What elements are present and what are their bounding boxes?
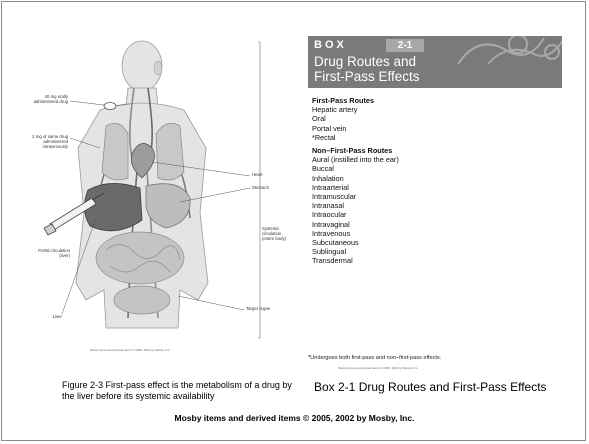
list-item: Intraocular [312, 210, 562, 219]
figure-caption: Figure 2-3 First-pass effect is the meta… [62, 380, 302, 402]
first-pass-heading: First-Pass Routes [312, 96, 562, 105]
decorative-swirl [448, 36, 562, 66]
box-title: Drug Routes and First-Pass Effects [314, 54, 420, 84]
label-oral-dose: 40 mg orally administered drug [30, 94, 68, 104]
list-item: Hepatic artery [312, 105, 562, 114]
list-item: Sublingual [312, 247, 562, 256]
label-target-organ: Target organ [246, 306, 274, 311]
ear [154, 61, 162, 75]
non-first-pass-heading: Non–First-Pass Routes [312, 146, 562, 155]
list-item: *Rectal [312, 133, 562, 142]
list-item: Transdermal [312, 256, 562, 265]
drug-routes-box: BOX 2-1 Drug Routes and First-Pass Effec… [308, 36, 562, 366]
anatomy-figure: 40 mg orally administered drug 2 mg of s… [30, 38, 284, 358]
label-stomach: Stomach [252, 185, 282, 190]
box-footnote: *Undergoes both first-pass and non–first… [308, 355, 441, 361]
box-number: 2-1 [386, 39, 424, 52]
list-item: Buccal [312, 164, 562, 173]
list-item: Subcutaneous [312, 238, 562, 247]
liver [84, 183, 142, 230]
list-item: Intraarterial [312, 183, 562, 192]
pill [104, 103, 116, 110]
list-item: Inhalation [312, 174, 562, 183]
routes-list: First-Pass Routes Hepatic artery Oral Po… [312, 96, 562, 266]
list-item: Intravenous [312, 229, 562, 238]
figure-credit: Mosby items and derived items © 2005, 20… [90, 348, 170, 352]
box-credit: Mosby items and derived items © 2005, 20… [338, 366, 418, 370]
box-tag: BOX [314, 39, 347, 51]
label-iv-dose: 2 mg of same drug administered intraveno… [30, 134, 68, 149]
label-systemic-circulation: Systemic circulation (entire body) [262, 226, 292, 241]
label-portal-circulation: Portal circulation (liver) [32, 248, 70, 258]
box-header: BOX 2-1 Drug Routes and First-Pass Effec… [308, 36, 562, 88]
copyright-line: Mosby items and derived items © 2005, 20… [0, 413, 589, 423]
list-item: Portal vein [312, 124, 562, 133]
body-silhouette [76, 41, 208, 328]
label-liver: Liver [42, 314, 62, 319]
box-title-line-2: First-Pass Effects [314, 69, 420, 84]
list-item: Aural (instilled into the ear) [312, 155, 562, 164]
list-item: Oral [312, 114, 562, 123]
box-title-line-1: Drug Routes and [314, 54, 420, 69]
list-item: Intranasal [312, 201, 562, 210]
list-item: Intravaginal [312, 220, 562, 229]
list-item: Intramuscular [312, 192, 562, 201]
box-caption: Box 2-1 Drug Routes and First-Pass Effec… [314, 380, 554, 394]
label-heart: Heart [252, 172, 274, 177]
